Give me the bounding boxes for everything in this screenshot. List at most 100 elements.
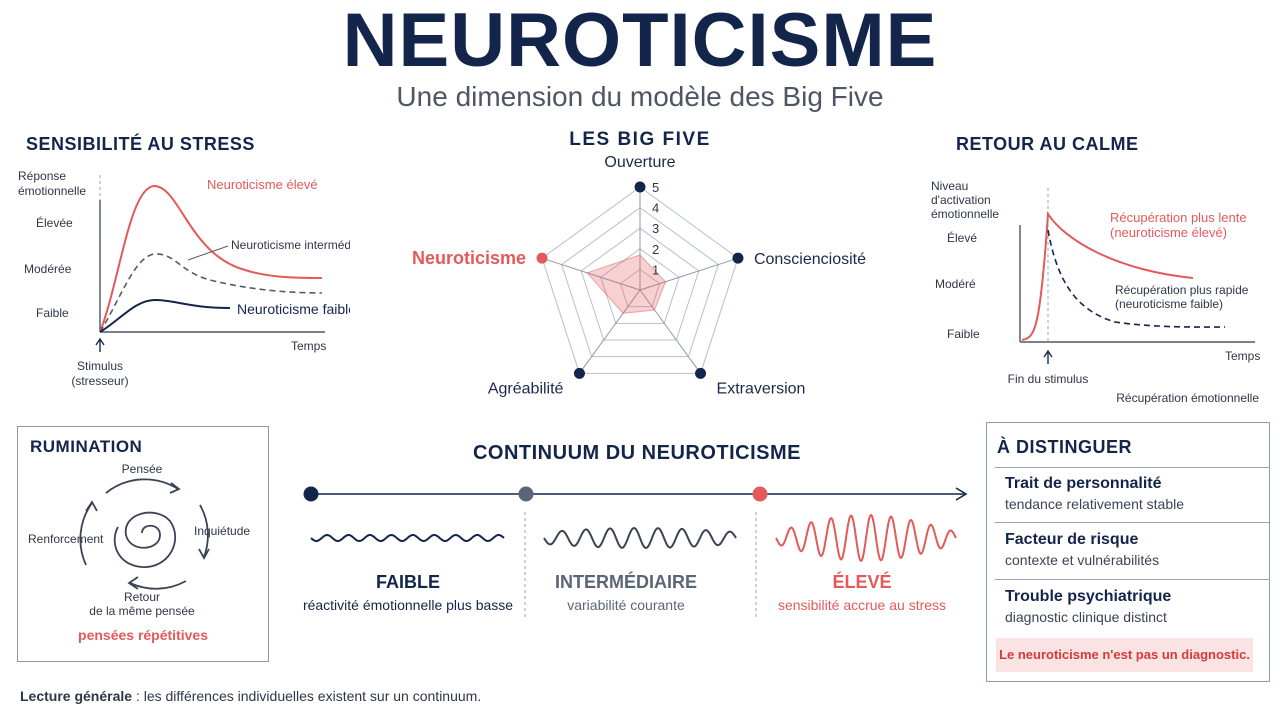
continuum-arrow-icon <box>955 487 968 501</box>
continuum-level-high: ÉLEVÉ sensibilité accrue au stress <box>742 572 982 613</box>
arrow-icon <box>85 500 98 512</box>
rumination-title: RUMINATION <box>30 437 143 456</box>
distinguer-item-risque: Facteur de risque contexte et vulnérabil… <box>1005 531 1261 568</box>
continuum-level-mid: INTERMÉDIAIRE variabilité courante <box>506 572 746 613</box>
curve-low-label: Neuroticisme faible <box>237 301 350 317</box>
radar-ring <box>580 227 700 341</box>
continuum-dot-high <box>752 486 768 502</box>
calme-level-high: Élevé <box>947 230 977 245</box>
radar-axis-dot <box>573 367 585 379</box>
radar-axis-label-agréabilité: Agréabilité <box>488 380 564 397</box>
cycle-arc-1 <box>105 478 179 494</box>
continuum-level-low: FAIBLE réactivité émotionnelle plus bass… <box>288 572 528 613</box>
calme-footer: Récupération émotionnelle <box>1116 391 1259 405</box>
radar-axis-label-conscienciosité: Conscienciosité <box>754 251 866 268</box>
radar-axis-dot <box>695 367 707 379</box>
calme-ylabel-2: d'activation <box>931 193 991 207</box>
level-name: FAIBLE <box>375 572 440 592</box>
radar-scale-label: 1 <box>652 262 659 277</box>
bigfive-title: LES BIG FIVE <box>569 129 711 150</box>
stress-ylabel-2: émotionnelle <box>18 184 86 198</box>
stress-ylabel-1: Réponse <box>18 169 66 183</box>
radar-scale-label: 3 <box>652 221 659 236</box>
fast-label-2: (neuroticisme faible) <box>1115 297 1223 311</box>
calme-xlabel: Temps <box>1225 349 1260 363</box>
rumination-footer: pensées répétitives <box>78 627 208 643</box>
curve-slow <box>1021 210 1194 341</box>
footer-bold: Lecture générale <box>20 688 133 704</box>
level-name: ÉLEVÉ <box>832 572 892 592</box>
slow-label-1: Récupération plus lente <box>1110 210 1247 225</box>
radar-axis-label-extraversion: Extraversion <box>717 380 806 397</box>
curve-mid <box>99 253 323 333</box>
footer-text: : les différences individuelles existent… <box>132 688 482 704</box>
stress-level-mid: Modérée <box>24 262 72 276</box>
calme-ylabel-1: Niveau <box>931 179 968 193</box>
radar-axis-dot <box>536 252 548 264</box>
divider <box>995 579 1269 580</box>
radar-ring <box>561 206 719 358</box>
radar-axis-label-neuroticisme: Neuroticisme <box>412 248 526 268</box>
stimulus-end-arrow-icon <box>1043 349 1053 364</box>
arrow-icon <box>169 482 181 494</box>
continuum-scale <box>303 486 968 618</box>
cycle-arc-3 <box>129 580 187 590</box>
step-pensee: Pensée <box>122 462 163 476</box>
curve-low <box>99 298 231 333</box>
step-retour-2: de la même pensée <box>89 604 195 618</box>
footer-note: Lecture générale : les différences indiv… <box>20 688 481 704</box>
calme-level-low: Faible <box>947 327 980 341</box>
slow-label-2: (neuroticisme élevé) <box>1110 225 1227 240</box>
stress-level-high: Élevée <box>36 215 73 230</box>
curve-high <box>99 184 323 333</box>
calme-level-mid: Modéré <box>935 277 976 291</box>
item-title: Facteur de risque <box>1005 531 1139 548</box>
item-desc: tendance relativement stable <box>1005 496 1184 512</box>
radar-ring <box>600 248 680 324</box>
radar-spoke <box>541 257 641 291</box>
page-title: NEUROTICISME <box>342 0 938 83</box>
item-desc: contexte et vulnérabilités <box>1005 552 1160 568</box>
stress-xlabel: Temps <box>291 339 326 353</box>
radar-spoke <box>639 257 739 291</box>
continuum-title: CONTINUUM DU NEUROTICISME <box>472 442 802 464</box>
cycle-arc-2 <box>199 504 209 558</box>
calme-ylabel-3: émotionnelle <box>931 207 999 221</box>
stimulus-label-1: Stimulus <box>77 359 123 373</box>
stress-chart: Réponse émotionnelle Élevée Modérée Faib… <box>18 169 350 388</box>
distinguer-item-trouble: Trouble psychiatrique diagnostic cliniqu… <box>1005 588 1261 625</box>
continuum-dot-low <box>303 486 319 502</box>
fast-label-1: Récupération plus rapide <box>1115 283 1249 297</box>
divider <box>995 522 1269 523</box>
radar-ring <box>619 268 661 308</box>
wave-high <box>775 513 957 563</box>
radar-scale-label: 4 <box>652 201 659 216</box>
curve-high-label: Neuroticisme élevé <box>207 177 318 192</box>
arrow-icon <box>127 576 139 590</box>
wave-mid <box>543 527 737 549</box>
stress-title: SENSIBILITÉ AU STRESS <box>26 134 255 154</box>
stimulus-label-2: (stresseur) <box>71 374 128 388</box>
wave-low <box>310 533 505 543</box>
level-desc: réactivité émotionnelle plus basse <box>302 597 514 613</box>
step-retour: Retour <box>124 590 160 604</box>
curve-mid-label: Neuroticisme intermédiaire <box>231 238 350 252</box>
stimulus-arrow-icon <box>95 337 105 352</box>
step-renforcement: Renforcement <box>28 532 104 546</box>
radar-scale-label: 2 <box>652 242 659 257</box>
curve-fast <box>1047 229 1226 328</box>
item-title: Trouble psychiatrique <box>1005 588 1172 605</box>
arrow-icon <box>198 548 210 560</box>
distinguer-note: Le neuroticisme n'est pas un diagnostic. <box>996 638 1253 672</box>
spiral-icon <box>113 511 176 568</box>
radar-axis-label-ouverture: Ouverture <box>604 154 675 171</box>
divider <box>995 467 1269 468</box>
bigfive-radar: 12345OuvertureConscienciositéExtraversio… <box>412 154 866 397</box>
rumination-cycle: Pensée Inquiétude Retour de la même pens… <box>28 462 250 618</box>
distinguer-item-trait: Trait de personnalité tendance relativem… <box>1005 475 1261 512</box>
radar-shape <box>586 254 667 314</box>
radar-axis-dot <box>634 181 646 193</box>
page-subtitle: Une dimension du modèle des Big Five <box>396 81 884 112</box>
distinguer-title: À DISTINGUER <box>997 437 1133 457</box>
continuum-dot-mid <box>518 486 534 502</box>
